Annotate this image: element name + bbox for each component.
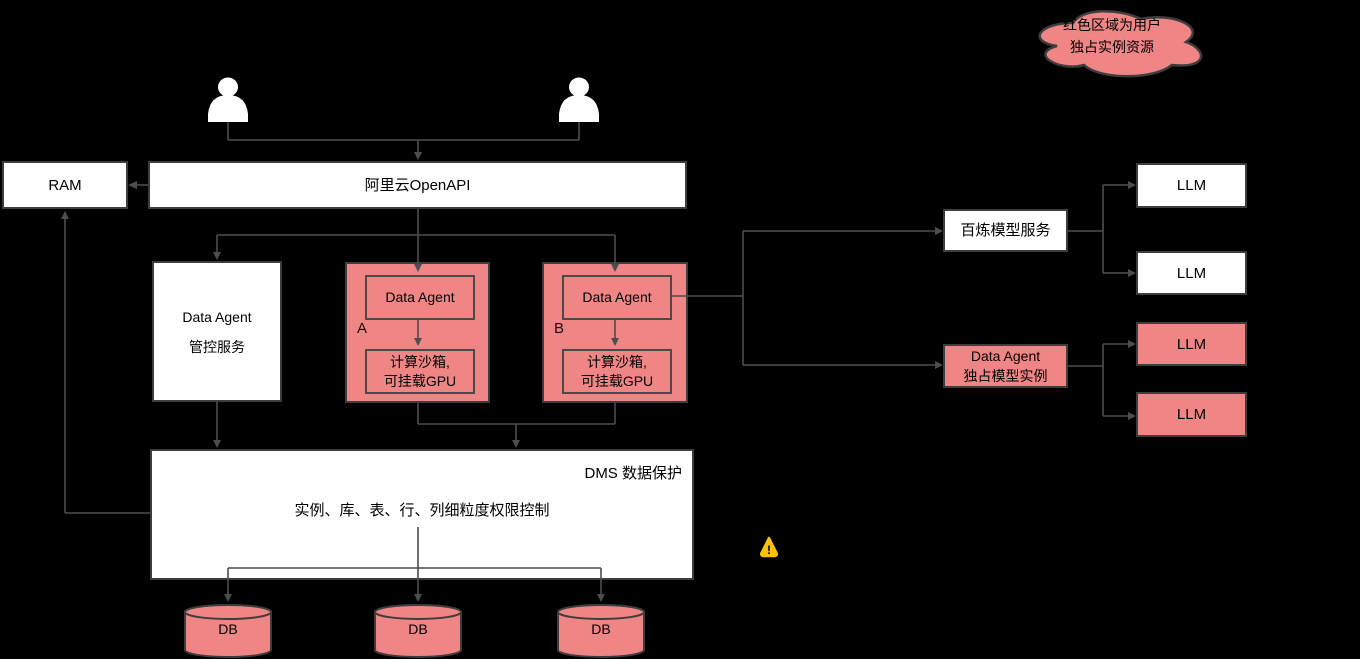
arrowhead xyxy=(1128,181,1136,189)
arrowhead xyxy=(1128,269,1136,277)
agent-group-b-tag: B xyxy=(554,320,565,337)
node-ram: RAM xyxy=(2,161,128,209)
sandbox-a-line1: 计算沙箱, xyxy=(390,353,450,370)
bailian-label: 百炼模型服务 xyxy=(960,222,1051,239)
wire-agent-b-to-model-services xyxy=(670,230,935,366)
db-label: DB xyxy=(218,621,238,637)
arrowhead xyxy=(512,440,520,448)
db-label: DB xyxy=(408,621,428,637)
arrowhead xyxy=(935,361,943,369)
node-aliyun-openapi-label: 阿里云OpenAPI xyxy=(364,176,471,194)
node-aliyun-openapi: 阿里云OpenAPI xyxy=(148,161,687,209)
llm-label: LLM xyxy=(1176,406,1207,423)
dedicated-line2: 独占模型实例 xyxy=(963,368,1048,384)
agent-a-box: Data Agent xyxy=(365,275,475,320)
node-ram-label: RAM xyxy=(48,176,82,194)
arrowhead xyxy=(213,440,221,448)
node-llm-dedicated-1: LLM xyxy=(1136,322,1247,366)
arrowhead xyxy=(1128,412,1136,420)
wire-bailian-to-llms xyxy=(1068,184,1128,274)
sandbox-a-box: 计算沙箱, 可挂载GPU xyxy=(365,349,475,394)
llm-label: LLM xyxy=(1176,177,1207,194)
wire-dms-to-ram xyxy=(64,219,150,514)
user-icon xyxy=(559,77,599,122)
arrowhead xyxy=(414,594,422,602)
warning-icon: ! xyxy=(760,536,778,558)
arrowhead xyxy=(61,211,69,219)
sandbox-b-line2: 可挂载GPU xyxy=(580,372,654,389)
dms-title: DMS 数据保护 xyxy=(584,465,682,482)
arrowhead xyxy=(935,227,943,235)
sandbox-b-line1: 计算沙箱, xyxy=(587,353,647,370)
cloud-note-line2: 独占实例资源 xyxy=(1070,39,1154,55)
arrowhead xyxy=(414,152,422,160)
wire-openapi-fanout xyxy=(216,209,616,264)
node-dms-protection: DMS 数据保护 实例、库、表、行、列细粒度权限控制 xyxy=(150,449,694,580)
user-icon xyxy=(208,77,248,122)
agent-a-label: Data Agent xyxy=(385,289,455,305)
db-label: DB xyxy=(591,621,611,637)
cloud-note: 红色区域为用户 独占实例资源 xyxy=(1032,14,1192,58)
llm-label: LLM xyxy=(1176,335,1207,353)
sandbox-a-line2: 可挂载GPU xyxy=(383,372,457,389)
agent-group-a: Data Agent A 计算沙箱, 可挂载GPU xyxy=(345,262,490,403)
node-llm-bailian-1: LLM xyxy=(1136,163,1247,208)
dedicated-line1: Data Agent xyxy=(970,348,1041,364)
agent-group-a-tag: A xyxy=(357,320,368,337)
node-dedicated-model: Data Agent 独占模型实例 xyxy=(943,344,1068,388)
wire-users-to-openapi xyxy=(227,122,580,152)
node-data-agent-console: Data Agent 管控服务 xyxy=(152,261,282,402)
arrowhead xyxy=(224,594,232,602)
cloud-note-line1: 红色区域为用户 xyxy=(1063,17,1161,33)
arrowhead xyxy=(1128,340,1136,348)
arrowhead xyxy=(128,181,137,189)
console-label-line1: Data Agent xyxy=(182,308,252,325)
node-llm-dedicated-2: LLM xyxy=(1136,392,1247,437)
agent-group-b: Data Agent B 计算沙箱, 可挂载GPU xyxy=(542,262,688,403)
arrowhead xyxy=(597,594,605,602)
dms-permission-text: 实例、库、表、行、列细粒度权限控制 xyxy=(294,502,550,519)
llm-label: LLM xyxy=(1176,264,1207,282)
wire-groups-to-dms xyxy=(417,403,616,440)
svg-text:!: ! xyxy=(767,543,771,557)
arrowhead xyxy=(213,252,221,260)
node-bailian-service: 百炼模型服务 xyxy=(943,209,1068,252)
console-label-line2: 管控服务 xyxy=(189,338,245,355)
agent-b-box: Data Agent xyxy=(562,275,672,320)
sandbox-b-box: 计算沙箱, 可挂载GPU xyxy=(562,349,672,394)
node-llm-bailian-2: LLM xyxy=(1136,251,1247,295)
agent-b-label: Data Agent xyxy=(582,289,652,305)
wire-dedicated-to-llms xyxy=(1068,343,1128,417)
